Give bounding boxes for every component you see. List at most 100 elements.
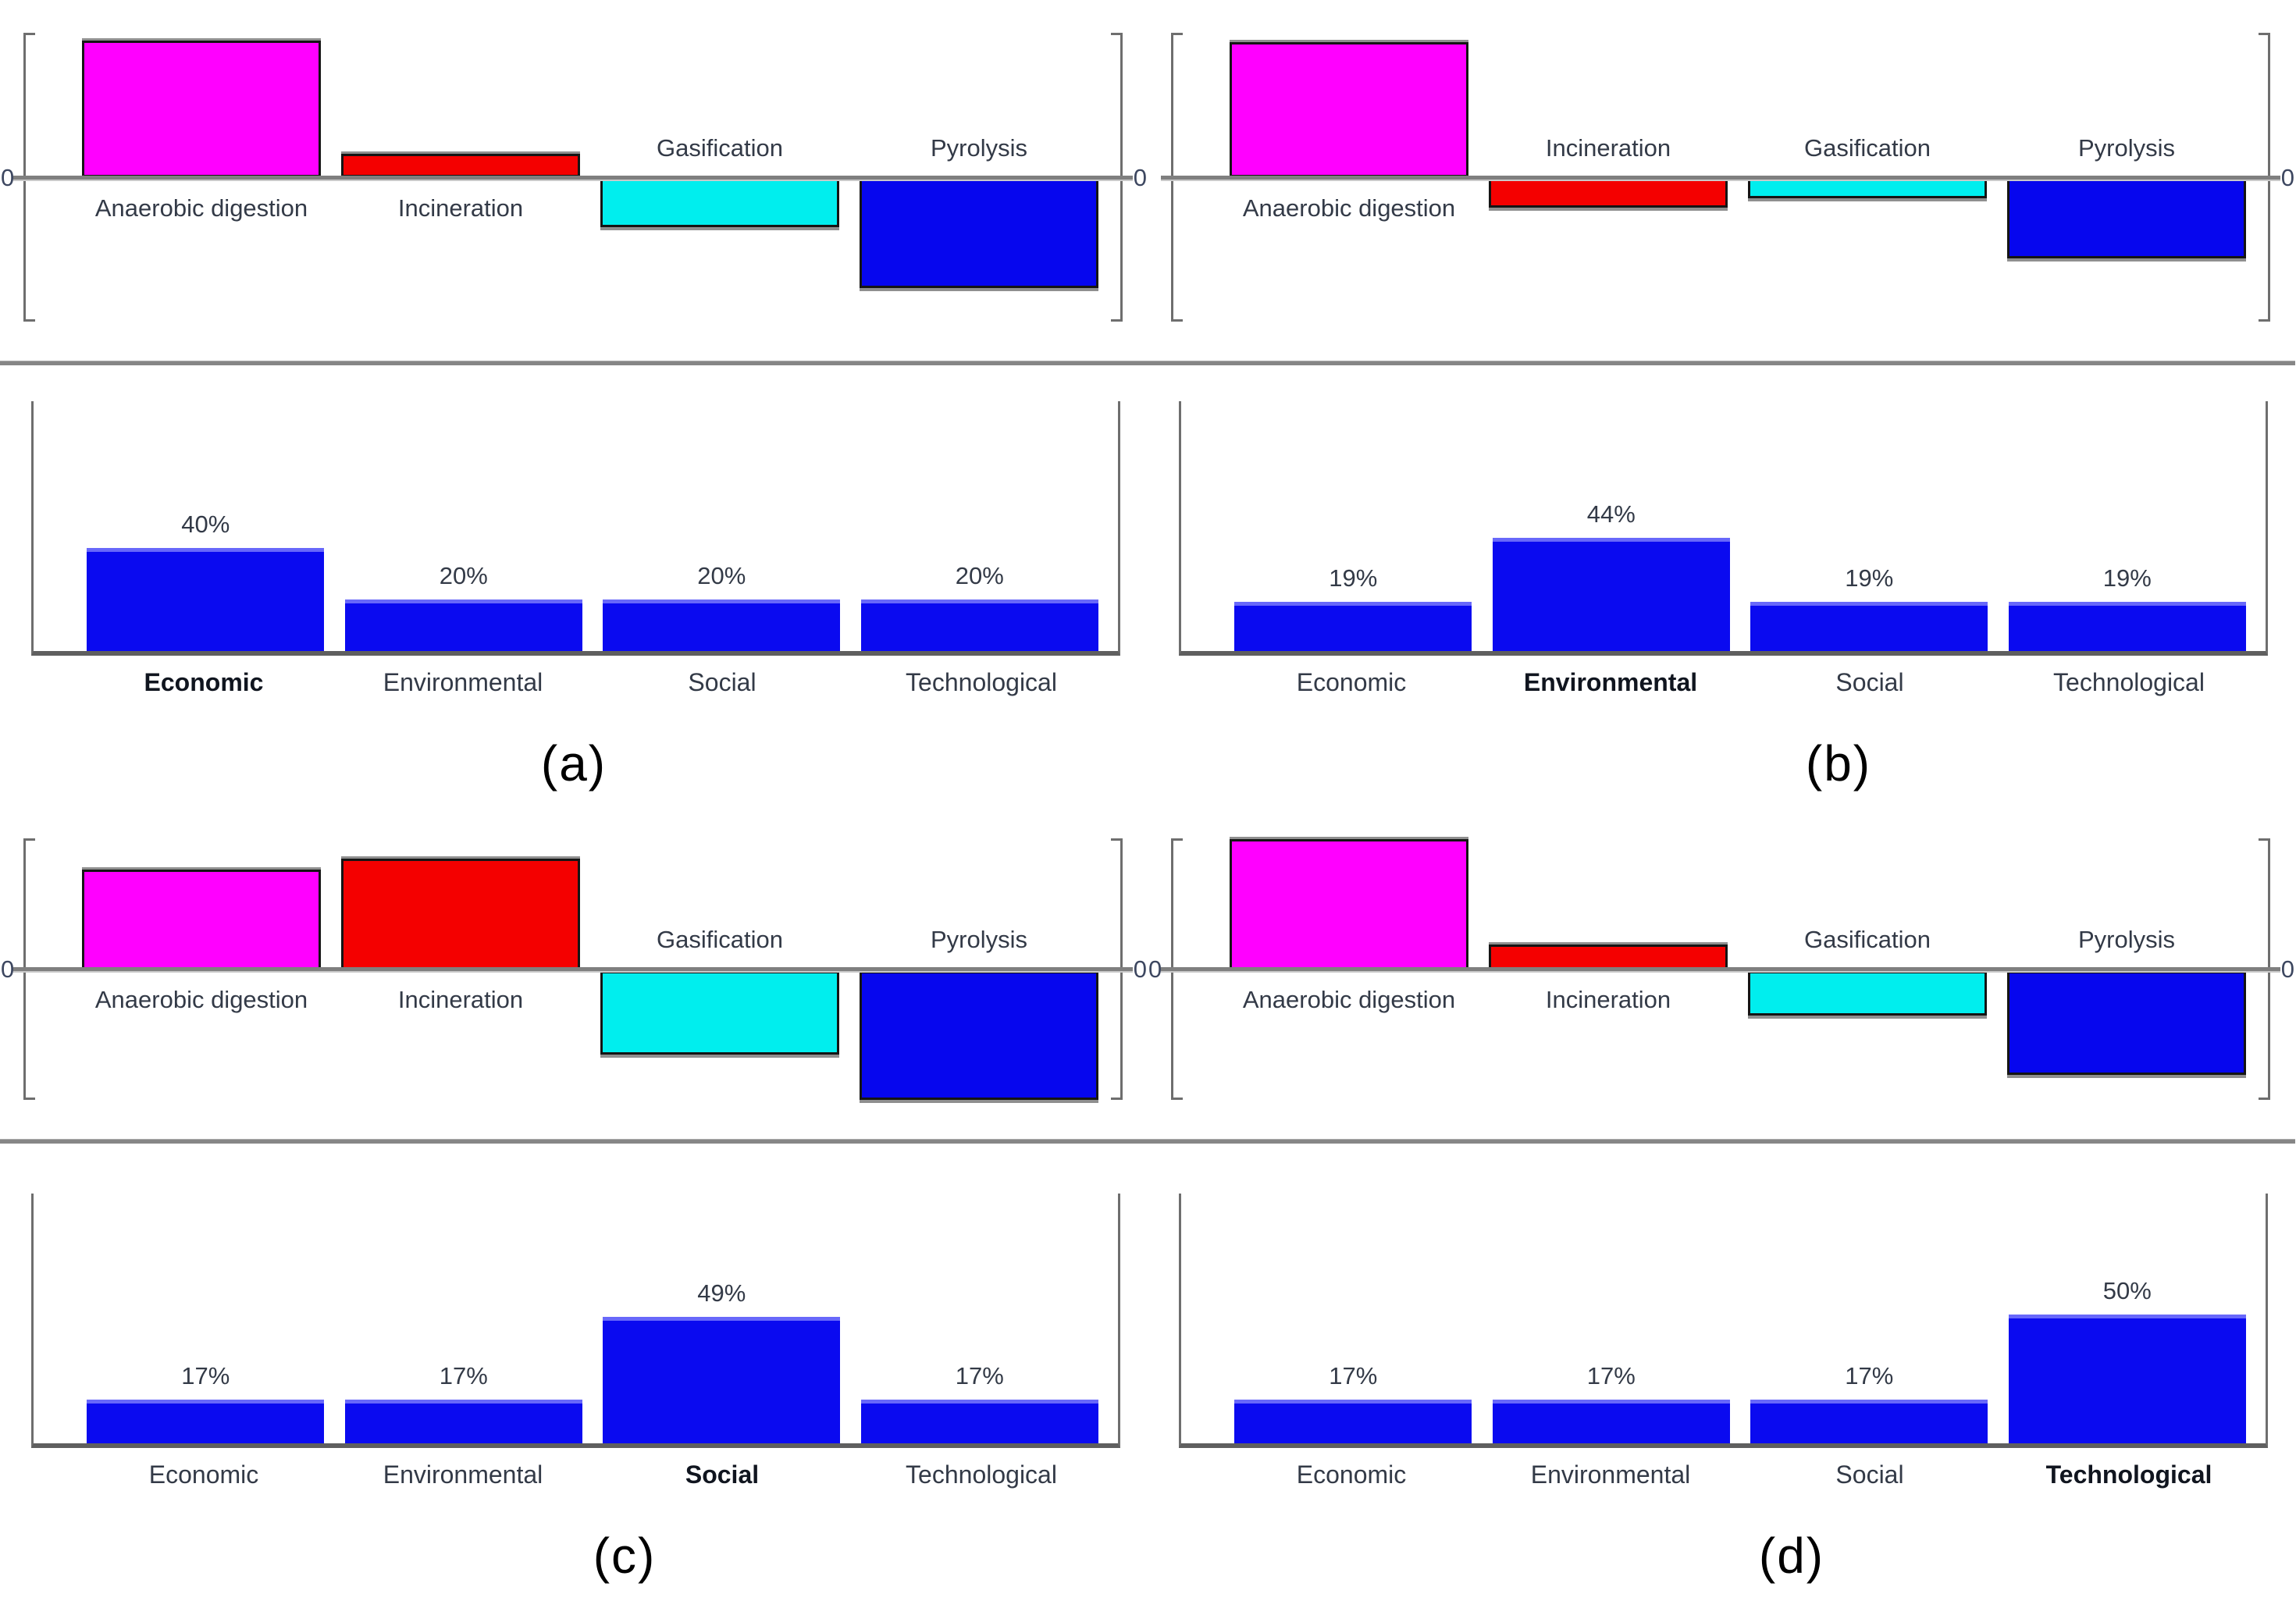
technology-impact-chart-a: 0 0 Anaerobic digestion Incineration Gasif… [1,33,1147,322]
weight-value-label: 17% [1586,1362,1636,1389]
zero-baseline [13,176,1133,180]
bar-weight-social [603,599,841,651]
panel-a: 0 0 Anaerobic digestion Incineration Gasif… [0,0,1148,800]
criteria-label-economic: Economic [144,668,264,696]
zero-baseline [13,967,1133,971]
bar-anaerobic-digestion [82,41,321,177]
weight-value-label: 20% [955,562,1004,589]
bar-weight-technological [2008,602,2246,651]
weight-bar-slot-economic: 17% [77,1194,335,1443]
tech-bar-slot-gasification: Gasification [1738,33,1997,322]
criteria-label-environmental: Environmental [383,668,543,696]
bar-incineration [341,154,580,177]
tech-bar-slot-pyrolysis: Pyrolysis [1997,33,2256,322]
tech-bar-slot-incineration: Incineration [1479,838,1738,1100]
zero-tick-label-right: 0 [1133,164,1147,191]
tech-bar-slot-incineration: Incineration [331,838,590,1100]
tech-category-label: Pyrolysis [2078,134,2176,162]
tech-category-label: Gasification [657,926,783,954]
bar-weight-social [1750,1400,1988,1443]
panel-b: 0 0 Anaerobic digestionIncinerationGasif… [1148,0,2295,800]
criteria-label-social: Social [1835,668,1904,696]
section-divider [0,361,1148,365]
panel-caption: (b) [1805,735,1872,792]
bar-weight-technological [2008,1315,2246,1443]
bar-weight-economic [87,1400,325,1443]
weight-value-label: 17% [955,1362,1004,1389]
tech-category-label: Anaerobic digestion [94,986,308,1013]
panel-caption: (c) [593,1528,657,1584]
tech-category-label: Gasification [657,134,783,162]
zero-tick-label-right: 0 [2280,164,2294,191]
criteria-label-environmental: Environmental [1523,668,1698,696]
criteria-label-environmental: Environmental [383,1460,543,1489]
weight-bar-area: 17% 17% 49% 17% [34,1194,1118,1443]
bar-weight-social [1750,602,1988,651]
tech-bar-slot-anaerobic-digestion: Anaerobic digestion [72,838,331,1100]
weight-bar-slot-technological: 17% [851,1194,1109,1443]
bar-anaerobic-digestion [1230,42,1468,177]
tech-bar-slot-gasification: Gasification [590,33,849,322]
weight-value-label: 40% [181,511,230,538]
weight-bar-slot-environmental: 20% [335,401,593,651]
tech-bar-slot-anaerobic-digestion: Anaerobic digestion [1219,33,1479,322]
tech-category-label: Pyrolysis [931,134,1028,162]
weight-value-label: 17% [1329,1362,1378,1389]
bar-anaerobic-digestion [82,870,321,969]
bar-weight-environmental [1492,1400,1730,1443]
tech-bar-slot-pyrolysis: Pyrolysis [849,33,1109,322]
criteria-weight-chart-a: 40%20%20%20% [31,401,1120,656]
bar-pyrolysis [2007,971,2246,1075]
tech-category-label: Anaerobic digestion [1242,194,1456,222]
tech-bar-slot-anaerobic-digestion: Anaerobic digestion [1219,838,1479,1100]
tech-bar-slot-incineration: Incineration [1479,33,1738,322]
criteria-label-environmental: Environmental [1530,1460,1691,1489]
weight-bar-slot-environmental: 17% [1483,1194,1741,1443]
bar-weight-social [603,1317,841,1443]
weight-value-label: 19% [2102,564,2152,592]
weight-bar-area: 17% 17% 17% 50% [1181,1194,2266,1443]
bar-weight-technological [860,599,1098,651]
zero-tick-label-right: 0 [2280,955,2294,983]
bar-pyrolysis [2007,179,2246,258]
tech-bar-slot-anaerobic-digestion: Anaerobic digestion [72,33,331,322]
weight-bar-slot-economic: 19% [1224,401,1483,651]
zero-tick-label-left: 0 [1,164,15,191]
weight-value-label: 19% [1845,564,1894,592]
section-divider [1148,361,2295,365]
weight-value-label: 17% [439,1362,488,1389]
bar-weight-economic [1234,602,1472,651]
zero-tick-label-left: 0 [1,955,15,983]
criteria-label-technological: Technological [2053,668,2205,696]
bar-incineration [1489,945,1728,969]
weight-bar-slot-social: 19% [1740,401,1999,651]
weight-value-label: 17% [1845,1362,1894,1389]
tech-category-label: Incineration [397,194,524,222]
tech-category-label: Anaerobic digestion [94,194,308,222]
bar-anaerobic-digestion [1230,839,1468,969]
tech-category-label: Gasification [1804,134,1931,162]
bar-incineration [1489,179,1728,208]
criteria-label-social: Social [1835,1460,1904,1489]
bar-area: Anaerobic digestion Incineration Gasificat… [1219,33,2256,322]
zero-tick-label-right: 0 [1133,955,1147,983]
tech-bar-slot-gasification: Gasification [1738,838,1997,1100]
weight-value-label: 49% [697,1279,746,1307]
tech-category-label: Incineration [397,986,524,1013]
criteria-label-social: Social [688,668,756,696]
weight-bar-area: 19%44%19%19% [1181,401,2266,651]
weight-value-label: 19% [1329,564,1378,592]
bar-weight-environmental [344,1400,582,1443]
zero-baseline [1161,176,2280,180]
tech-category-label: Incineration [1545,986,1671,1013]
weight-bar-slot-technological: 20% [851,401,1109,651]
weight-bar-slot-technological: 50% [1999,1194,2257,1443]
bar-gasification [1748,971,1987,1016]
